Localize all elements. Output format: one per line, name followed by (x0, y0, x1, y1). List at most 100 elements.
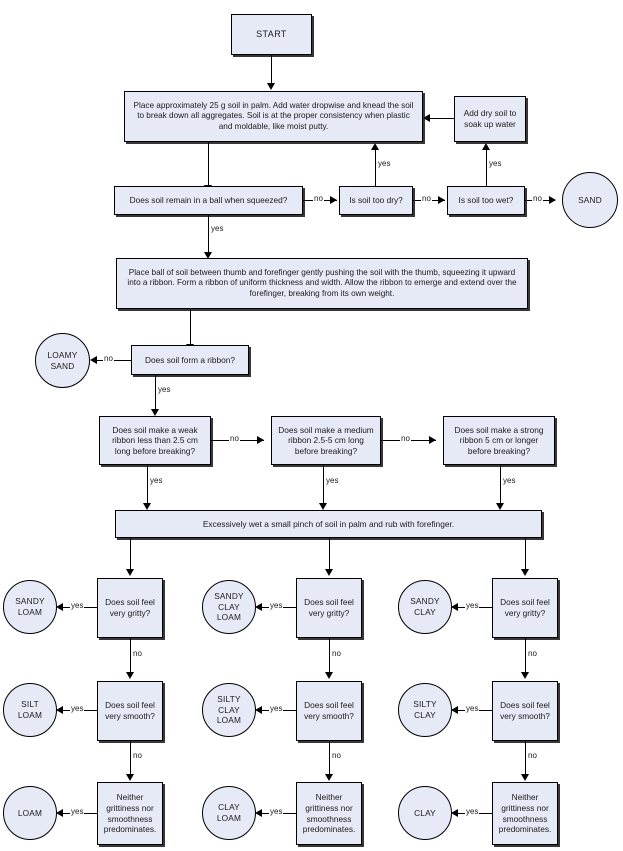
edge-smooth1-no-down (130, 741, 132, 775)
arrowhead-right (429, 435, 436, 444)
arrowhead-down (324, 569, 333, 576)
arrowhead-left (451, 602, 458, 611)
node-forms-ribbon-decision: Does soil form a ribbon? (131, 345, 249, 375)
node-gritty-decision-1: Does soil feel very gritty? (97, 578, 163, 638)
edge-weak-yes-down (147, 465, 149, 504)
arrowhead-left (56, 602, 63, 611)
edge-label-yes: yes (502, 476, 517, 485)
edge-label-yes: yes (465, 704, 480, 713)
arrowhead-down (142, 503, 151, 510)
node-result-sandy-clay-loam: SANDY CLAY LOAM (202, 580, 256, 634)
edge-medium-yes-down (323, 465, 325, 504)
node-result-clay: CLAY (398, 786, 452, 840)
arrowhead-right (257, 435, 264, 444)
arrowhead-down (318, 503, 327, 510)
edge-label-no: no (400, 434, 411, 443)
arrowhead-left (56, 808, 63, 817)
node-smooth-decision-2: Does soil feel very smooth? (296, 681, 362, 741)
edge-label-no: no (313, 194, 324, 203)
edge-label-yes: yes (377, 159, 392, 168)
edge-adddry-to-prep (430, 118, 455, 120)
node-result-sand: SAND (562, 172, 618, 228)
node-start: START (231, 14, 312, 55)
edge-label-yes: yes (325, 476, 340, 485)
edge-label-no: no (132, 751, 143, 760)
node-wet-pinch-instruction: Excessively wet a small pinch of soil in… (115, 510, 542, 538)
arrowhead-down (520, 569, 529, 576)
node-neither-1: Neither grittiness nor smoothness predom… (97, 782, 163, 845)
arrowhead-down (520, 672, 529, 679)
node-result-loam: LOAM (3, 786, 57, 840)
node-result-silty-clay: SILTY CLAY (398, 683, 452, 737)
edge-label-yes: yes (70, 601, 85, 610)
edge-gritty2-no-down (329, 638, 331, 673)
arrowhead-left (451, 808, 458, 817)
edge-start-to-prep (271, 55, 273, 84)
node-ribbon-instruction: Place ball of soil between thumb and for… (116, 258, 528, 309)
edge-label-no: no (103, 354, 114, 363)
arrowhead-left (255, 705, 262, 714)
arrowhead-left (451, 705, 458, 714)
node-result-sandy-loam: SANDY LOAM (3, 580, 57, 634)
arrowhead-down (125, 672, 134, 679)
edge-label-yes: yes (70, 807, 85, 816)
arrowhead-left (423, 113, 430, 122)
node-medium-ribbon-decision: Does soil make a medium ribbon 2.5-5 cm … (271, 416, 381, 465)
edge-toodry-yes-up (375, 150, 377, 186)
node-strong-ribbon-decision: Does soil make a strong ribbon 5 cm or l… (443, 416, 555, 465)
arrowhead-left (56, 705, 63, 714)
node-smooth-decision-1: Does soil feel very smooth? (97, 681, 163, 741)
arrowhead-down (324, 672, 333, 679)
edge-ribbon-to-formsribbon (190, 309, 192, 345)
arrowhead-left (255, 602, 262, 611)
node-too-dry-decision: Is soil too dry? (339, 186, 413, 215)
node-result-clay-loam: CLAY LOAM (202, 786, 256, 840)
node-result-silt-loam: SILT LOAM (3, 683, 57, 737)
edge-formsribbon-to-loamysand (97, 360, 131, 362)
node-neither-3: Neither grittiness nor smoothness predom… (492, 782, 558, 845)
arrowhead-down (324, 774, 333, 781)
edge-label-yes: yes (465, 601, 480, 610)
edge-strong-yes-down (500, 465, 502, 504)
edge-label-no: no (331, 751, 342, 760)
edge-label-no: no (421, 194, 432, 203)
edge-gritty1-no-down (130, 638, 132, 673)
arrowhead-down (495, 503, 504, 510)
arrowhead-down (203, 252, 212, 259)
edge-ball-yes-down (208, 215, 210, 253)
node-neither-2: Neither grittiness nor smoothness predom… (296, 782, 362, 845)
edge-label-yes: yes (465, 807, 480, 816)
edge-label-yes: yes (269, 601, 284, 610)
node-result-loamy-sand: LOAMY SAND (35, 333, 90, 388)
edge-banner-to-gritty3 (525, 538, 527, 570)
node-gritty-decision-3: Does soil feel very gritty? (492, 578, 558, 638)
edge-label-no: no (132, 649, 143, 658)
edge-label-yes: yes (488, 159, 503, 168)
edge-label-no: no (527, 649, 538, 658)
edge-label-no: no (229, 434, 240, 443)
node-too-wet-decision: Is soil too wet? (447, 186, 525, 215)
arrowhead-down (266, 83, 275, 90)
arrowhead-right (330, 195, 337, 204)
arrowhead-left (255, 808, 262, 817)
edge-label-yes: yes (210, 224, 225, 233)
arrowhead-right (549, 195, 556, 204)
edge-banner-to-gritty2 (329, 538, 331, 570)
edge-smooth3-no-down (525, 741, 527, 775)
arrowhead-up (481, 143, 490, 150)
node-ball-decision: Does soil remain in a ball when squeezed… (114, 186, 303, 215)
node-result-sandy-clay: SANDY CLAY (398, 580, 452, 634)
edge-label-no: no (527, 751, 538, 760)
node-smooth-decision-3: Does soil feel very smooth? (492, 681, 558, 741)
edge-label-yes: yes (157, 385, 172, 394)
edge-gritty3-no-down (525, 638, 527, 673)
node-gritty-decision-2: Does soil feel very gritty? (296, 578, 362, 638)
edge-label-no: no (532, 194, 543, 203)
edge-label-yes: yes (269, 704, 284, 713)
arrowhead-right (438, 195, 445, 204)
edge-toowet-yes-up (486, 150, 488, 186)
arrowhead-down (125, 774, 134, 781)
node-weak-ribbon-decision: Does soil make a weak ribbon less than 2… (99, 416, 211, 465)
node-add-dry-soil: Add dry soil to soak up water (454, 96, 526, 142)
